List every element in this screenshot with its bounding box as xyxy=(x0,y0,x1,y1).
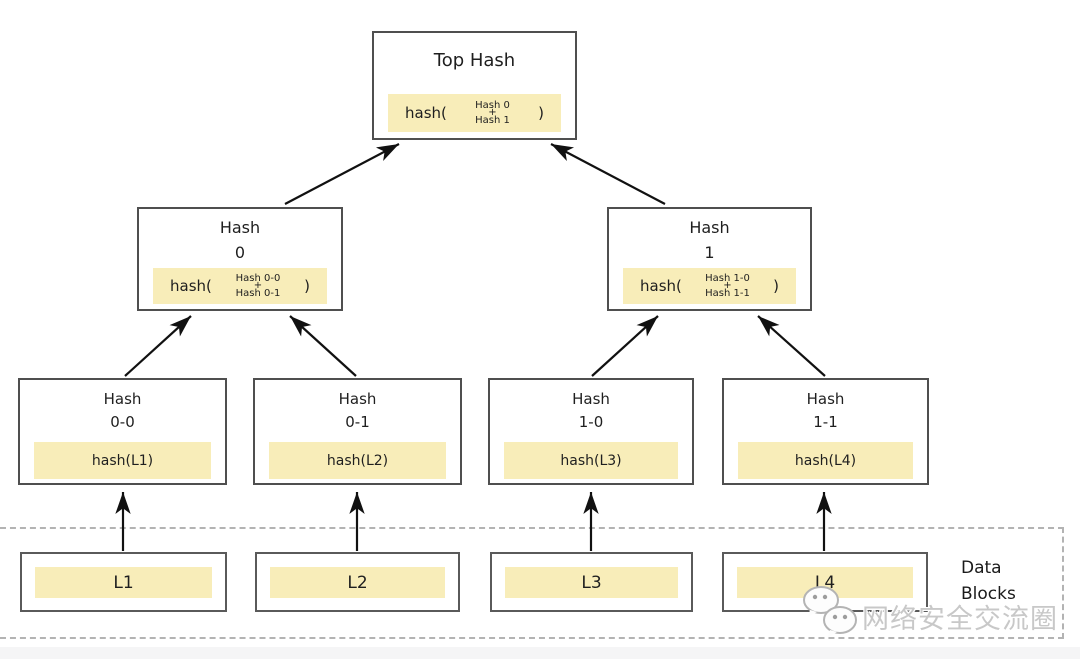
plus-sign: + xyxy=(488,106,497,118)
hash-expression: hash(L4) xyxy=(738,442,913,479)
hash-expression: hash( Hash 0 + Hash 1 ) xyxy=(388,94,561,132)
node-title-line1: Hash xyxy=(572,390,610,408)
wechat-bubbles-icon xyxy=(803,586,857,638)
node-title-line2: 0 xyxy=(234,242,246,262)
arrow-hash00-to-hash0 xyxy=(124,315,192,377)
data-block-label: L3 xyxy=(505,567,678,598)
hash-arg-2: Hash 1-1 xyxy=(705,288,750,300)
bottom-strip xyxy=(0,647,1080,659)
arrow-hash0-to-top xyxy=(284,143,400,205)
hash-args: Hash 0 + Hash 1 xyxy=(475,100,510,126)
node-title-line1: Hash xyxy=(103,390,142,408)
node-title: Hash 1-1 xyxy=(724,380,927,435)
hash-expression: hash( Hash 1-0 + Hash 1-1 ) xyxy=(623,268,796,304)
caption-line1: Data xyxy=(961,558,1002,578)
hash-open: hash( xyxy=(640,277,682,295)
plus-sign: + xyxy=(723,279,732,291)
hash-open: hash( xyxy=(405,104,447,122)
arrow-hash11-to-hash1 xyxy=(757,315,826,377)
data-block-l1: L1 xyxy=(20,552,227,612)
hash-label: hash(L4) xyxy=(794,452,857,469)
node-title: Hash 1-0 xyxy=(490,380,692,435)
node-title-line2: 1 xyxy=(704,242,715,262)
hash-arg-1: Hash 0-0 xyxy=(235,272,281,284)
node-title: Hash 0 xyxy=(139,209,341,266)
arrow-hash1-to-top xyxy=(550,143,666,205)
hash-open: hash( xyxy=(170,277,212,295)
caption-line2: Blocks xyxy=(961,583,1016,604)
node-title: Hash 0-0 xyxy=(20,380,225,435)
node-title-line1: Hash xyxy=(219,218,261,237)
node-hash-1-0: Hash 1-0 hash(L3) xyxy=(488,378,694,485)
data-block-label: L2 xyxy=(270,567,445,598)
node-title: Hash 0-1 xyxy=(255,380,460,435)
hash-label: hash(L1) xyxy=(91,452,154,469)
hash-expression: hash(L3) xyxy=(504,442,678,479)
node-title-line1: Hash xyxy=(338,390,377,408)
data-block-l2: L2 xyxy=(255,552,460,612)
hash-arg-1: Hash 0 xyxy=(475,99,510,111)
arrow-hash10-to-hash1 xyxy=(591,315,659,377)
node-title: Hash 1 xyxy=(609,209,810,266)
node-title-line2: 1-1 xyxy=(813,413,838,432)
node-title-line2: 1-0 xyxy=(578,413,604,432)
hash-expression: hash(L2) xyxy=(269,442,446,479)
node-title-line2: 0-1 xyxy=(345,413,370,432)
hash-close: ) xyxy=(304,277,310,295)
watermark-text: 网络安全交流圈 xyxy=(862,604,1058,635)
node-title: Top Hash xyxy=(374,33,575,71)
data-blocks-region xyxy=(0,527,1064,639)
node-hash-1-1: Hash 1-1 hash(L4) xyxy=(722,378,929,485)
watermark: 网络安全交流圈 xyxy=(798,584,1058,644)
data-block-label: L1 xyxy=(35,567,212,598)
node-hash-0: Hash 0 hash( Hash 0-0 + Hash 0-1 ) xyxy=(137,207,343,311)
node-title-line1: Hash xyxy=(806,390,845,408)
hash-arg-2: Hash 0-1 xyxy=(235,288,281,300)
node-title-line1: Hash xyxy=(689,218,730,237)
node-top-hash: Top Hash hash( Hash 0 + Hash 1 ) xyxy=(372,31,577,140)
node-hash-0-1: Hash 0-1 hash(L2) xyxy=(253,378,462,485)
hash-close: ) xyxy=(538,104,544,122)
hash-args: Hash 0-0 + Hash 0-1 xyxy=(236,273,281,299)
hash-expression: hash(L1) xyxy=(34,442,211,479)
data-blocks-caption: Data Blocks xyxy=(961,556,1016,607)
node-title-text: Top Hash xyxy=(433,50,516,71)
hash-args: Hash 1-0 + Hash 1-1 xyxy=(705,273,750,299)
plus-sign: + xyxy=(253,279,263,291)
hash-close: ) xyxy=(773,277,779,295)
node-hash-1: Hash 1 hash( Hash 1-0 + Hash 1-1 ) xyxy=(607,207,812,311)
node-title-line2: 0-0 xyxy=(110,413,135,432)
data-block-l3: L3 xyxy=(490,552,693,612)
hash-label: hash(L3) xyxy=(560,452,622,469)
hash-label: hash(L2) xyxy=(326,452,389,469)
node-hash-0-0: Hash 0-0 hash(L1) xyxy=(18,378,227,485)
hash-arg-1: Hash 1-0 xyxy=(705,272,750,284)
hash-arg-2: Hash 1 xyxy=(475,115,510,127)
arrow-hash01-to-hash0 xyxy=(289,315,357,377)
hash-expression: hash( Hash 0-0 + Hash 0-1 ) xyxy=(153,268,327,304)
